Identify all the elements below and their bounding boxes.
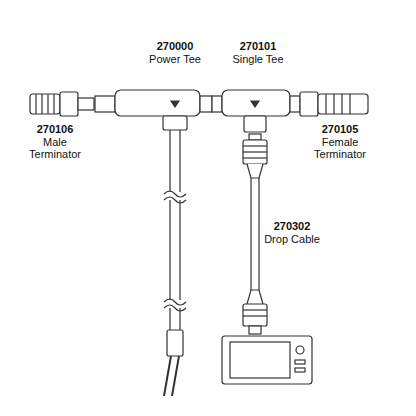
male-terminator — [30, 92, 94, 116]
illustration-stroke — [164, 356, 179, 396]
illustration-stroke — [212, 96, 222, 112]
illustration-stroke — [170, 130, 180, 330]
illustration-stroke — [243, 140, 267, 164]
illustration-stroke — [53, 94, 54, 114]
part-number: 270105 — [322, 123, 359, 135]
illustration-stroke — [295, 360, 305, 364]
part-name: Male Terminator — [23, 136, 87, 160]
illustration-stroke — [35, 94, 36, 114]
drop-cable — [243, 134, 267, 334]
illustration-stroke — [318, 94, 368, 114]
illustration-stroke — [95, 96, 115, 112]
power-tee — [95, 90, 212, 396]
female-terminator — [300, 92, 368, 116]
illustration-stroke — [247, 164, 263, 178]
illustration-stroke — [171, 101, 179, 107]
illustration-stroke — [243, 309, 267, 310]
illustration-stroke — [243, 151, 267, 152]
illustration-stroke — [243, 315, 267, 316]
illustration-stroke — [222, 336, 312, 384]
illustration-stroke — [296, 346, 304, 354]
illustration-stroke — [341, 94, 342, 114]
illustration-stroke — [290, 96, 300, 112]
part-name: Female Terminator — [308, 136, 372, 160]
illustration-stroke — [300, 92, 318, 116]
illustration-stroke — [200, 96, 212, 112]
illustration-stroke — [243, 145, 267, 146]
illustration-stroke — [78, 98, 94, 110]
part-name: Drop Cable — [264, 233, 320, 245]
illustration-stroke — [244, 116, 266, 132]
single-tee — [212, 90, 300, 132]
illustration-stroke — [41, 94, 42, 114]
illustration-stroke — [222, 90, 290, 116]
part-number: 270302 — [274, 220, 311, 232]
illustration-stroke — [247, 290, 263, 304]
illustration-stroke — [167, 330, 183, 356]
illustration-stroke — [230, 342, 290, 378]
part-number: 270101 — [240, 40, 277, 52]
illustration-stroke — [243, 157, 267, 158]
part-number: 270000 — [157, 40, 194, 52]
display-unit — [222, 336, 312, 384]
illustration-stroke — [251, 101, 259, 107]
part-name: Power Tee — [149, 53, 201, 65]
illustration-stroke — [47, 94, 48, 114]
illustration-stroke — [249, 134, 261, 140]
part-name: Single Tee — [232, 53, 283, 65]
illustration-stroke — [251, 178, 259, 290]
illustration-stroke — [163, 116, 187, 130]
illustration-stroke — [349, 94, 350, 114]
illustration-stroke — [60, 92, 78, 116]
illustration-stroke — [30, 94, 60, 114]
illustration-stroke — [164, 299, 186, 311]
illustration-stroke — [333, 94, 334, 114]
illustration-stroke — [295, 368, 305, 372]
illustration-stroke — [249, 326, 261, 334]
illustration-stroke — [325, 94, 326, 114]
illustration-stroke — [115, 90, 200, 116]
illustration-stroke — [164, 191, 186, 203]
illustration-stroke — [243, 304, 267, 326]
part-number: 270106 — [37, 123, 74, 135]
